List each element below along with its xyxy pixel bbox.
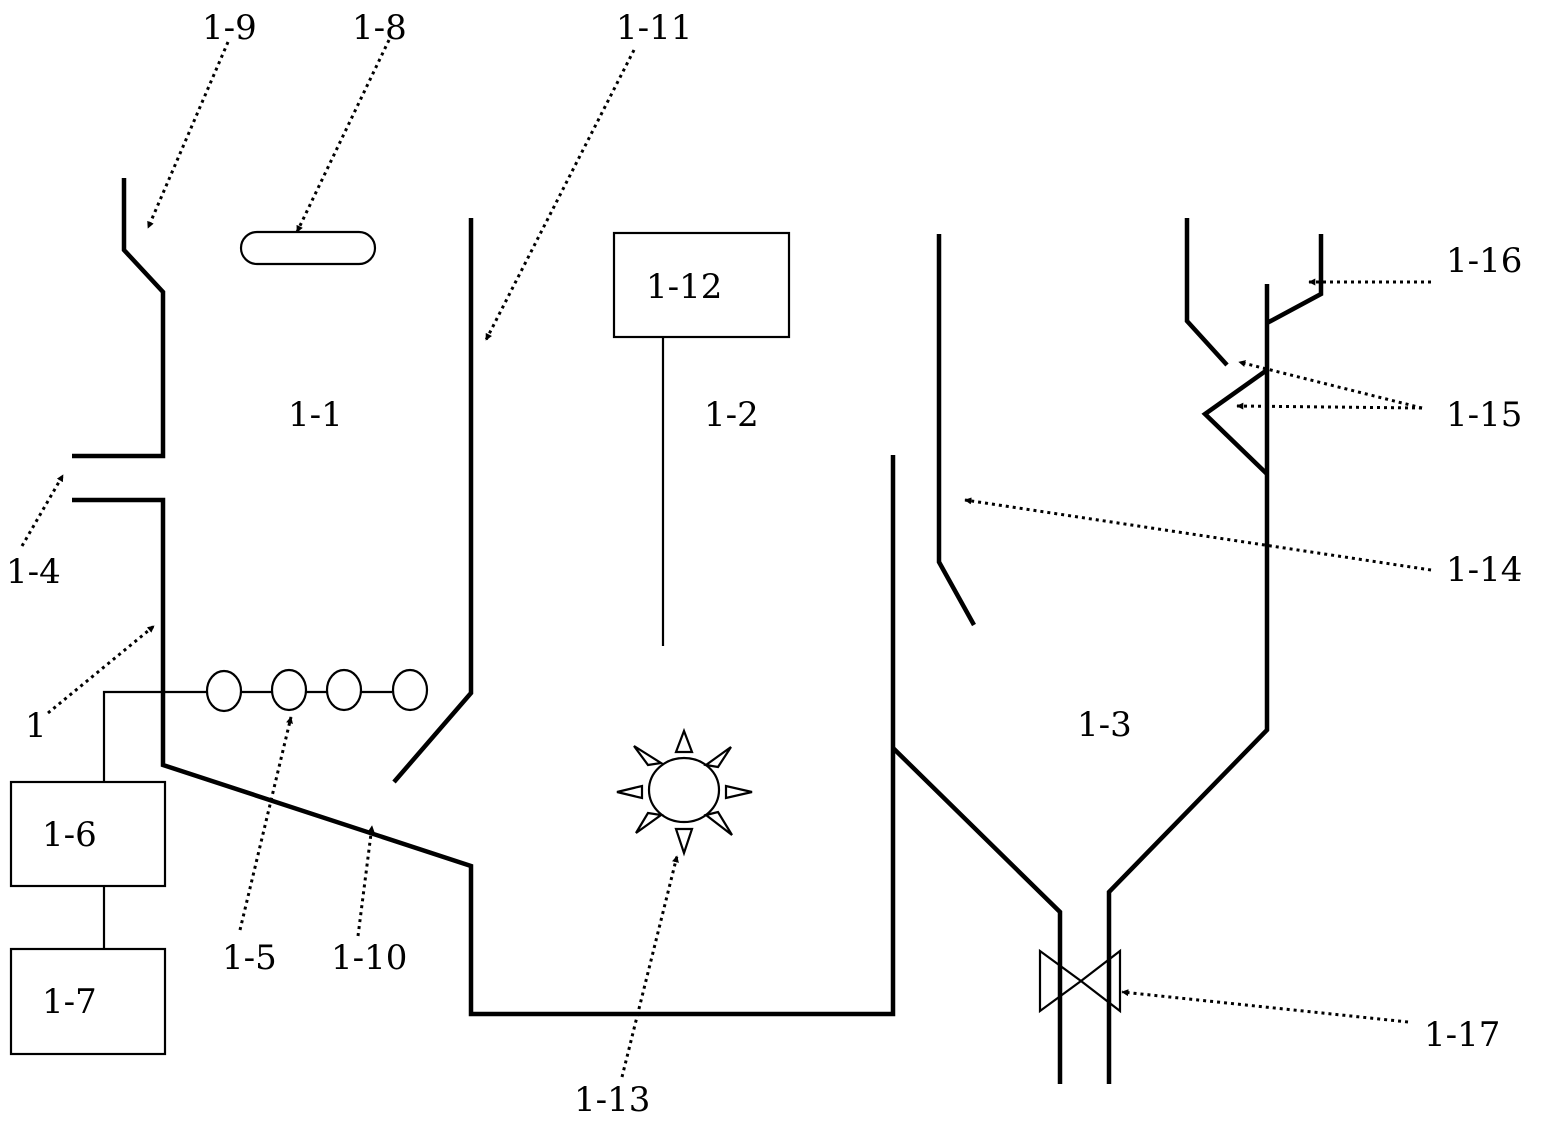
baffle-1-11 bbox=[392, 218, 474, 784]
label-1-9: 1-9 bbox=[202, 8, 257, 48]
valve-1-17 bbox=[1038, 948, 1122, 1014]
overflow-lip-1-8 bbox=[239, 230, 377, 266]
label-1-13: 1-13 bbox=[574, 1080, 650, 1120]
label-1-15: 1-15 bbox=[1446, 395, 1522, 435]
label-1-11: 1-11 bbox=[616, 8, 692, 48]
box-1-6 bbox=[9, 780, 167, 888]
label-1-5: 1-5 bbox=[222, 938, 277, 978]
aerator-tubes-1-5 bbox=[102, 668, 429, 782]
label-1-4: 1-4 bbox=[6, 552, 61, 592]
outlet-1-16 bbox=[1265, 234, 1324, 325]
label-1-16: 1-16 bbox=[1446, 241, 1522, 281]
label-1-10: 1-10 bbox=[331, 938, 407, 978]
label-1-7: 1-7 bbox=[42, 982, 97, 1022]
baffle-1-14 bbox=[936, 234, 976, 627]
settler-left-wall bbox=[891, 746, 1063, 1084]
settler-right-wall bbox=[1106, 284, 1270, 1084]
label-1-14: 1-14 bbox=[1446, 550, 1522, 590]
label-1-2: 1-2 bbox=[704, 395, 759, 435]
leader-arrows bbox=[20, 39, 1432, 1078]
label-1: 1 bbox=[25, 706, 47, 746]
label-1-8: 1-8 bbox=[352, 8, 407, 48]
label-1-17: 1-17 bbox=[1424, 1015, 1500, 1055]
weir-1-15 bbox=[1184, 218, 1269, 476]
label-1-3: 1-3 bbox=[1077, 705, 1132, 745]
box-1-7 bbox=[9, 947, 167, 1056]
label-1-6: 1-6 bbox=[42, 815, 97, 855]
label-1-12: 1-12 bbox=[646, 267, 722, 307]
stirrer-1-13 bbox=[616, 727, 753, 857]
controller-box-1-12 bbox=[612, 231, 791, 339]
label-1-1: 1-1 bbox=[288, 395, 343, 435]
chamber-1-1-walls bbox=[72, 178, 896, 1017]
